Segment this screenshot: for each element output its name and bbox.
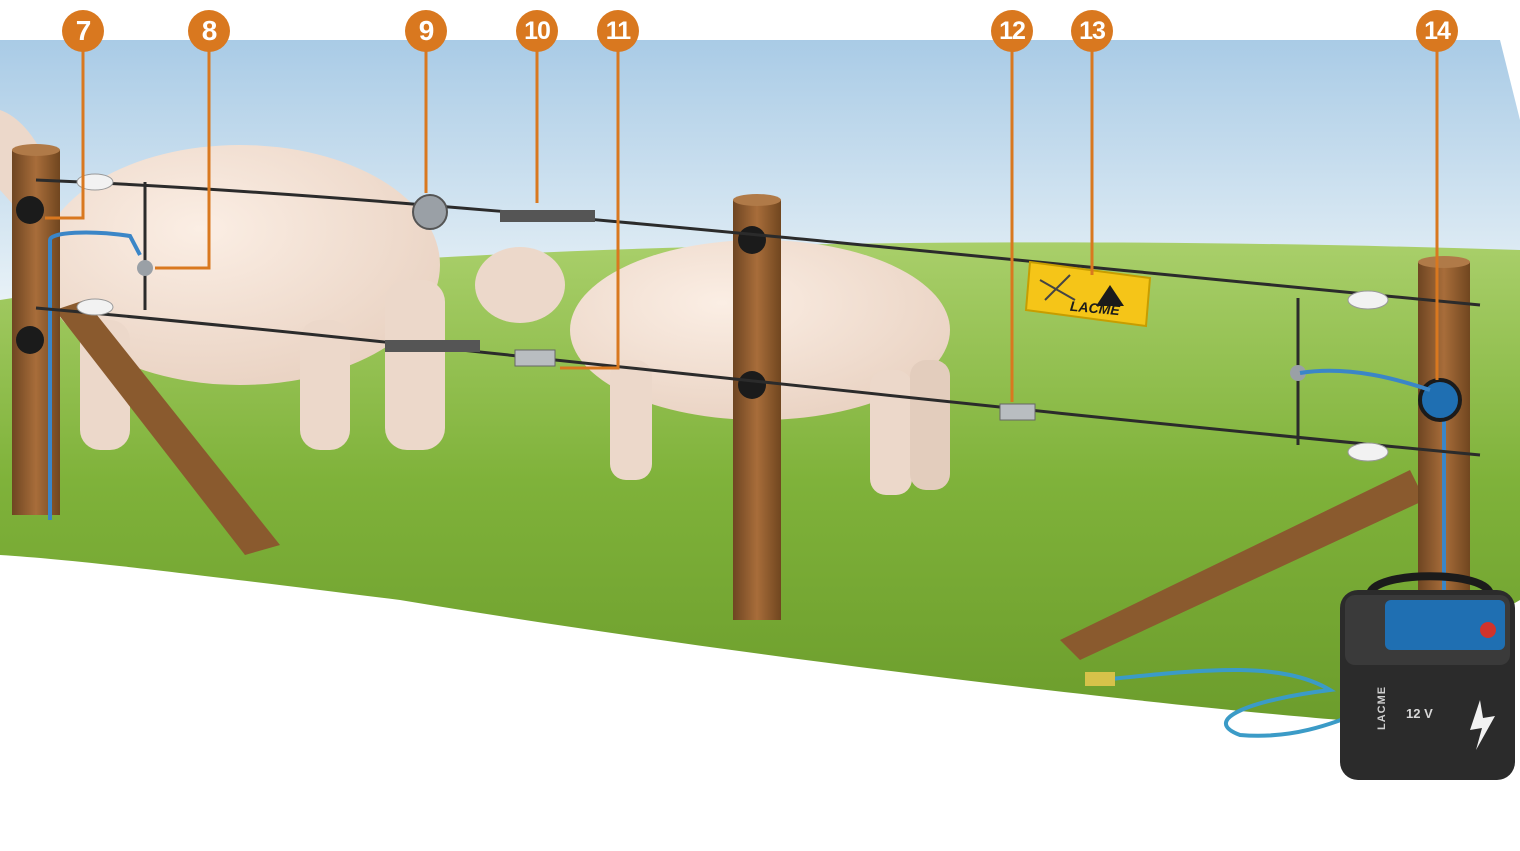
callout-8: 8 [188,10,230,52]
callout-10: 10 [516,10,558,52]
callout-14: 14 [1416,10,1458,52]
callout-12: 12 [991,10,1033,52]
callout-13: 13 [1071,10,1113,52]
callout-9: 9 [405,10,447,52]
callout-7: 7 [62,10,104,52]
callout-11: 11 [597,10,639,52]
